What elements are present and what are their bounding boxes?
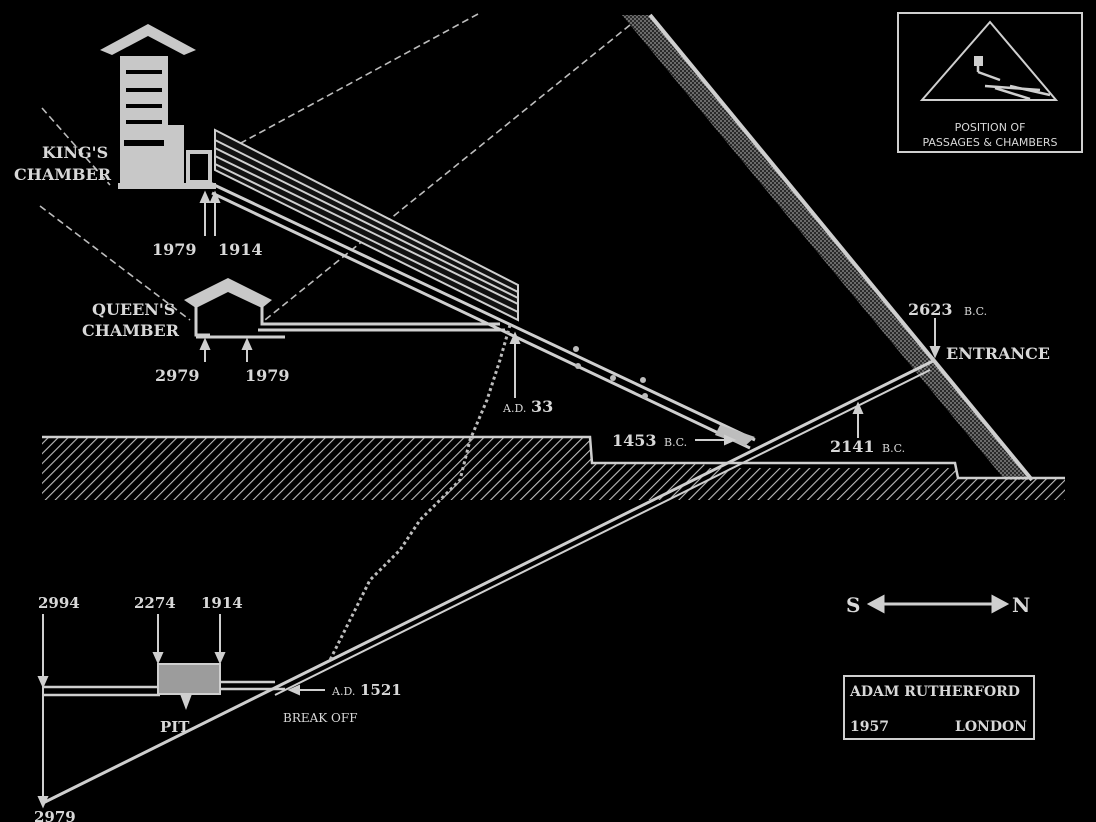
date-queens-1979: 1979: [245, 366, 290, 385]
date-pit-2994: 2994: [38, 594, 80, 612]
credit-box: [843, 675, 1035, 740]
date-ad1521-prefix: A.D.: [331, 685, 355, 698]
date-ad33-year: 33: [531, 397, 553, 416]
date-bc2141-year: 2141: [830, 437, 875, 456]
well-shaft: [328, 324, 512, 661]
kings-chamber-label-1: KING'S: [42, 143, 108, 162]
queens-chamber-label-1: QUEEN'S: [92, 300, 175, 319]
date-arrows: [37, 190, 941, 809]
queens-chamber-label-2: CHAMBER: [82, 321, 180, 340]
date-bc1453-suffix: B.C.: [664, 436, 687, 449]
entrance-label: ENTRANCE: [946, 344, 1050, 363]
inset-caption-line2: PASSAGES & CHAMBERS: [922, 136, 1057, 149]
kings-chamber: [100, 24, 216, 189]
credit-city: LONDON: [955, 719, 1027, 735]
date-bc2141-suffix: B.C.: [882, 442, 905, 455]
date-pit-1914: 1914: [201, 594, 243, 612]
date-ad1521-year: 1521: [360, 681, 402, 699]
date-bottom-2979: 2979: [34, 808, 76, 822]
passage-plug: [715, 425, 755, 446]
credit-author: ADAM RUTHERFORD: [849, 684, 1020, 700]
north-face-line: [648, 13, 1034, 482]
construction-lines: [39, 13, 631, 321]
queens-chamber: [184, 278, 505, 339]
date-bc2623-year: 2623: [908, 300, 953, 319]
date-ad33-prefix: A.D.: [502, 402, 526, 415]
rock-base: [42, 437, 1065, 500]
date-bc2623-suffix: B.C.: [964, 305, 987, 318]
date-bc1453-year: 1453: [612, 431, 657, 450]
inset-box: [897, 12, 1083, 153]
north-label: N: [1012, 593, 1030, 617]
kings-chamber-label-2: CHAMBER: [14, 165, 112, 184]
inset-caption-line1: POSITION OF: [955, 121, 1026, 134]
date-pit-2274: 2274: [134, 594, 176, 612]
pit-label: PIT: [160, 718, 190, 736]
south-north-arrow: [866, 594, 1010, 614]
passage-marks: [573, 346, 648, 399]
descending-passage: [42, 358, 936, 805]
subterranean-chamber: [44, 663, 285, 710]
grand-gallery: [214, 128, 519, 322]
date-kings-1979: 1979: [152, 240, 197, 259]
date-kings-1914: 1914: [218, 240, 263, 259]
credit-year: 1957: [850, 719, 889, 735]
ascending-passage: [209, 181, 756, 450]
date-queens-2979: 2979: [155, 366, 200, 385]
ground-surface-line: [42, 435, 1065, 480]
break-off-label: BREAK OFF: [283, 711, 358, 725]
south-label: S: [846, 593, 860, 617]
